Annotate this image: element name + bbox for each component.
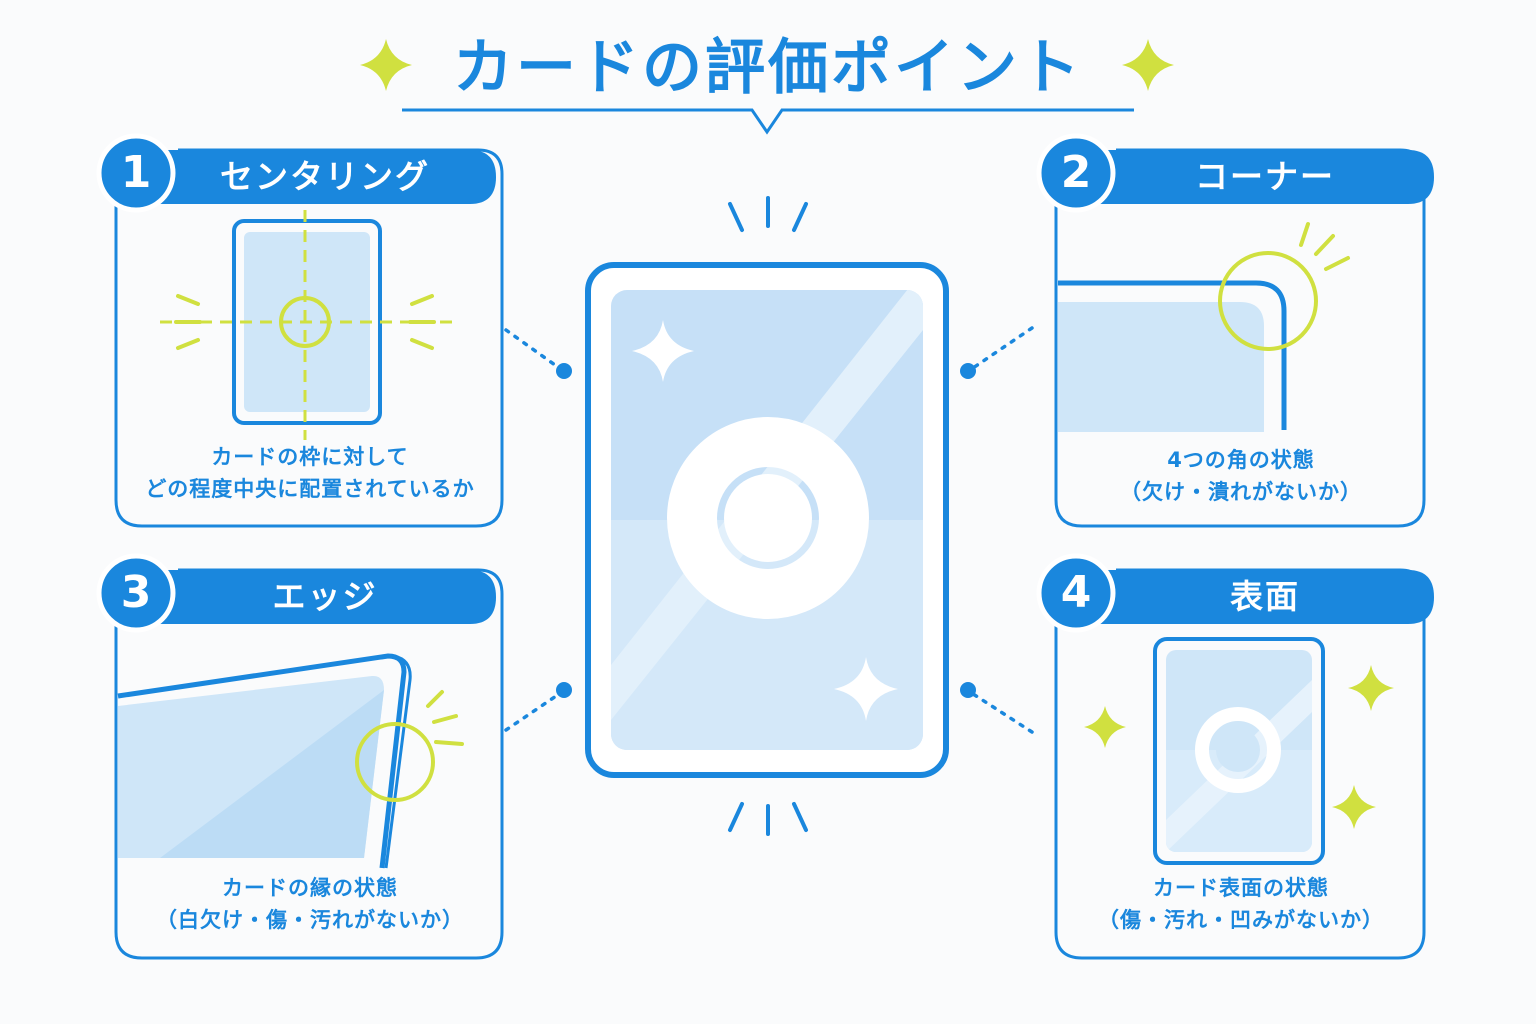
page-title: カードの評価ポイント xyxy=(453,33,1083,103)
point-4-label: 表面 xyxy=(1230,577,1300,616)
point-4-number: 4 xyxy=(1060,567,1092,618)
point-3-label: エッジ xyxy=(272,577,378,616)
point-3-description-line: カードの縁の状態 xyxy=(222,876,398,900)
number-badge xyxy=(96,553,176,633)
number-badge xyxy=(1036,133,1116,213)
sparkle-icon xyxy=(1332,785,1376,829)
point-1-description-line: どの程度中央に配置されているか xyxy=(145,477,475,501)
point-1-number: 1 xyxy=(120,147,152,198)
point-4-description-line: （傷・汚れ・凹みがないか） xyxy=(1098,908,1384,932)
panel-corner xyxy=(1036,133,1434,528)
point-2-number: 2 xyxy=(1060,147,1092,198)
point-3-number: 3 xyxy=(120,567,152,618)
point-2-description: 4つの角の状態 （欠け・潰れがないか） xyxy=(1060,444,1422,508)
point-1-description: カードの枠に対して どの程度中央に配置されているか xyxy=(120,441,500,505)
number-badge xyxy=(1036,553,1116,633)
panel-centering xyxy=(96,133,504,528)
sparkle-icon xyxy=(1122,39,1174,91)
center-card xyxy=(585,196,949,836)
point-2-description-line: 4つの角の状態 xyxy=(1167,448,1315,472)
sparkle-icon xyxy=(360,39,412,91)
title-underline xyxy=(402,108,1134,135)
connectors xyxy=(504,326,1034,734)
point-3-description-line: （白欠け・傷・汚れがないか） xyxy=(156,908,464,932)
point-4-description-line: カード表面の状態 xyxy=(1153,876,1329,900)
sparkle-icon xyxy=(1348,665,1394,711)
panel-surface xyxy=(1036,553,1434,960)
panel-edge xyxy=(96,553,504,960)
point-1-label: センタリング xyxy=(220,157,430,196)
point-3-description: カードの縁の状態 （白欠け・傷・汚れがないか） xyxy=(120,872,500,936)
sparkle-icon xyxy=(632,320,694,382)
point-4-description: カード表面の状態 （傷・汚れ・凹みがないか） xyxy=(1060,872,1422,936)
point-1-description-line: カードの枠に対して xyxy=(211,445,409,469)
point-2-description-line: （欠け・潰れがないか） xyxy=(1120,480,1362,504)
point-2-label: コーナー xyxy=(1195,157,1335,196)
number-badge xyxy=(96,133,176,213)
sparkle-icon xyxy=(1084,706,1126,748)
sparkle-icon xyxy=(834,657,898,721)
